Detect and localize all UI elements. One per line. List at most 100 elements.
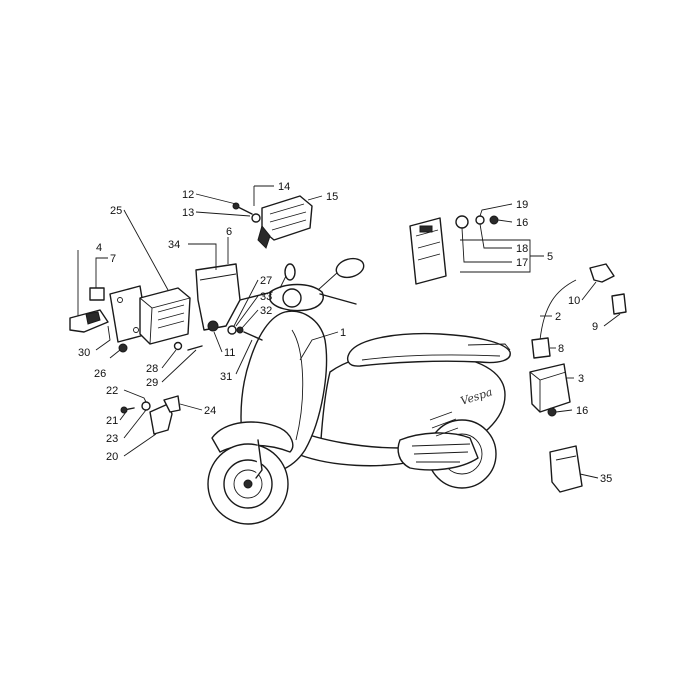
part-26-nut [118,343,128,353]
leader-32 [241,309,259,329]
leader-17 [461,227,512,263]
part-20-bracket [149,403,173,435]
part-2-ht-lead [539,279,577,341]
leader-12 [195,193,237,205]
part-24-clip [163,395,181,413]
leg-shield-inner [291,329,304,441]
part-35-cover-detail [555,455,577,461]
part-15-regulator [261,195,313,241]
callout-19: 19 [516,199,528,211]
callout-13: 13 [182,207,194,219]
callout-17: 17 [516,257,528,269]
leader-21 [119,411,127,421]
callout-27: 27 [260,275,272,287]
callout-29: 29 [146,377,158,389]
callout-labels: 1 2 3 4 5 6 7 8 9 10 11 12 13 14 15 16 1… [78,181,612,485]
callout-33: 33 [260,291,272,303]
part-30-clamp [85,311,101,325]
engine-fins [411,443,471,463]
callout-32: 32 [260,305,272,317]
leader-1 [299,331,339,361]
part-25-module-edge [139,297,191,345]
leader-30 [95,325,111,351]
part-31-bolt [243,331,263,341]
mirror-left [284,263,296,281]
part-33-washer [227,325,237,335]
part-16-nut-upper [489,215,499,225]
part-10-plug-cap [589,263,615,283]
callout-28: 28 [146,363,158,375]
leader-16b [555,409,573,413]
part-25-ribs [157,304,185,329]
part-25-module [139,287,191,345]
part-18-grommet [455,215,469,229]
leader-35 [579,473,599,479]
callout-20: 20 [106,451,118,463]
callout-16-lower: 16 [576,405,588,417]
handlebar-left [239,291,273,301]
callout-22: 22 [106,385,118,397]
callout-10: 10 [568,295,580,307]
leader-33 [235,295,259,327]
callout-2: 2 [555,311,561,323]
leader-28 [161,349,177,369]
left-parts-group [69,263,263,353]
callout-18: 18 [516,243,528,255]
part-15-tab [257,224,271,249]
leader-7 [95,257,108,288]
scooter-seat [347,332,511,367]
callout-11: 11 [224,347,235,359]
rear-rack [467,343,511,351]
part-3-coil-edge [529,371,567,412]
part-16-nut-lower [547,407,557,417]
leader-lines [77,185,621,479]
front-brake-disc [233,469,263,499]
lower-left-parts-group [120,395,181,435]
leader-23 [123,409,147,439]
part-5-cdi-unit [409,217,447,285]
headlight [282,288,302,308]
callout-1: 1 [340,327,346,339]
leader-26 [109,349,121,359]
part-21-head [120,406,128,414]
seat-seam [361,354,501,361]
part-15-fins [269,203,307,231]
leader-24 [179,403,203,411]
callout-34: 34 [168,239,180,251]
front-hub [243,479,253,489]
callout-25: 25 [110,205,122,217]
callout-7: 7 [110,253,116,265]
part-34-cover-face [199,273,237,281]
part-5-cdi-label [419,225,433,233]
part-7-clip [89,287,105,301]
leader-19 [479,203,513,217]
part-11-grommet [207,320,219,332]
part-32-nut [236,326,244,334]
part-12-head [232,202,240,210]
callout-35: 35 [600,473,612,485]
body-vents [429,411,459,437]
callout-12: 12 [182,189,194,201]
callout-30: 30 [78,347,90,359]
leader-25 [123,209,169,291]
part-23-washer [141,401,151,411]
leader-22 [123,389,147,403]
leader-34 [188,243,217,270]
callout-3: 3 [578,373,584,385]
leader-9 [603,313,621,327]
part-19-washer [475,215,485,225]
upper-center-parts-group [232,195,313,249]
callout-5: 5 [547,251,553,263]
part-3-ignition-coil [529,363,571,413]
leader-27 [233,279,259,327]
callout-6: 6 [226,226,232,238]
part-35-cover [549,445,583,493]
front-fork [255,439,263,479]
part-9-plug [611,293,627,315]
leader-5 [460,239,544,273]
leader-29 [161,349,197,383]
upper-right-parts-group [409,215,499,285]
leader-13 [195,211,251,217]
handlebar-right [319,293,357,305]
